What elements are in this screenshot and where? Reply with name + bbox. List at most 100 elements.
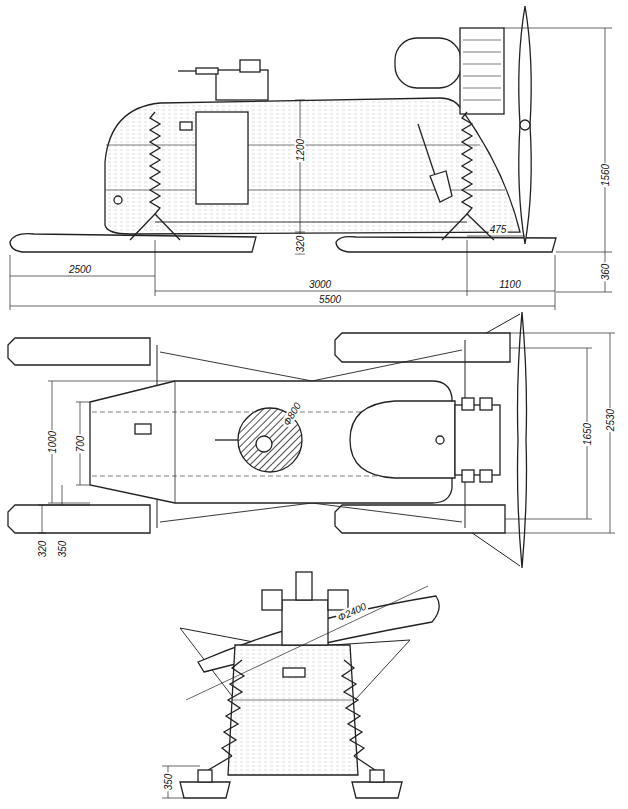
dimension-line	[48, 381, 175, 382]
dimension-label: 1100	[498, 279, 522, 290]
dimension-label: 350	[163, 773, 174, 792]
engine-fin	[463, 76, 501, 77]
dimension-label: Ф2400	[335, 600, 369, 624]
cylinder	[480, 470, 492, 482]
dimension-line	[504, 28, 612, 29]
propeller	[519, 6, 531, 244]
engine-fin	[463, 100, 501, 101]
turret	[216, 70, 268, 100]
dimension-line	[505, 533, 615, 534]
ski	[335, 333, 510, 362]
machine-gun	[196, 68, 218, 74]
dimension-line	[42, 505, 43, 533]
engine	[455, 405, 500, 475]
front-view	[162, 572, 439, 798]
plank-line	[106, 145, 480, 146]
hull	[228, 645, 358, 775]
cylinder	[480, 398, 492, 410]
side-view	[10, 6, 612, 310]
dimension-line	[76, 485, 90, 486]
shovel-handle	[418, 124, 436, 178]
ski-post	[370, 770, 384, 782]
dimension-label: 5500	[318, 294, 342, 305]
dimension-line	[605, 28, 606, 252]
bracing	[160, 503, 462, 522]
frame-strut	[355, 640, 410, 700]
dimension-line	[38, 533, 46, 534]
ski-post	[198, 770, 212, 782]
dimension-label: 475	[489, 224, 508, 235]
dimension-line	[610, 333, 611, 533]
dimension-line	[467, 240, 468, 296]
cylinder	[462, 398, 474, 410]
dimension-line	[556, 252, 612, 253]
propeller	[518, 312, 527, 568]
rear-ski	[336, 237, 556, 252]
engine-fin	[463, 40, 501, 41]
dimension-line	[162, 586, 428, 798]
dimension-line	[38, 505, 90, 506]
dimension-label: 360	[600, 263, 611, 282]
dimension-line	[162, 766, 200, 767]
dimension-label: 1560	[600, 163, 611, 187]
headlight	[114, 196, 122, 204]
dimension-label: 1650	[582, 422, 593, 446]
ski	[352, 782, 402, 798]
engine	[460, 28, 504, 114]
propeller-hub	[520, 120, 530, 130]
dimension-line	[186, 586, 428, 700]
tie-rod	[155, 222, 467, 223]
dimension-line	[162, 798, 184, 799]
ski-strut	[130, 214, 180, 240]
engine-fin	[463, 52, 501, 53]
spring	[342, 660, 364, 756]
dimension-line	[510, 333, 615, 334]
dimension-label: 2500	[68, 264, 92, 275]
dimension-line	[555, 255, 556, 310]
turret	[282, 600, 328, 645]
gun-barrel	[215, 439, 238, 440]
dimension-line	[510, 348, 592, 349]
dimension-label: 700	[75, 435, 86, 454]
engine-fin	[463, 88, 501, 89]
ski	[8, 505, 150, 533]
dimension-line	[295, 100, 305, 101]
dimension-label: 2530	[605, 408, 616, 432]
door	[196, 112, 248, 204]
vision-slot	[135, 424, 151, 434]
window	[180, 122, 192, 130]
spring	[150, 112, 160, 214]
dimension-line	[48, 503, 90, 504]
dimension-label: Ф800	[281, 400, 304, 429]
dimension-line	[295, 254, 305, 255]
dimension-line	[155, 240, 156, 296]
dimension-label: 350	[57, 540, 68, 559]
dimension-line	[38, 333, 615, 533]
dimension-line	[155, 291, 467, 292]
ski	[180, 782, 230, 798]
spring	[462, 112, 472, 214]
gun-barrel	[178, 70, 196, 71]
dimension-line	[10, 276, 155, 277]
dimension-line	[505, 519, 592, 520]
top-view	[8, 312, 615, 568]
engine-fin	[463, 64, 501, 65]
dimension-line	[10, 255, 11, 310]
panel-seam	[175, 381, 176, 503]
machine-gun	[296, 572, 312, 600]
dimension-line	[467, 236, 525, 237]
turret-hatch	[240, 60, 260, 72]
dimension-line	[300, 100, 301, 232]
hull	[105, 98, 520, 234]
dimension-label: 1000	[47, 430, 58, 454]
engine-cylinder	[328, 590, 348, 610]
shovel-blade	[430, 171, 452, 202]
ski	[8, 338, 150, 365]
dimension-line	[467, 291, 555, 292]
dimension-line	[76, 402, 90, 403]
filler-cap	[436, 436, 444, 444]
dimension-label: 3000	[308, 279, 332, 290]
cowl	[350, 401, 455, 478]
